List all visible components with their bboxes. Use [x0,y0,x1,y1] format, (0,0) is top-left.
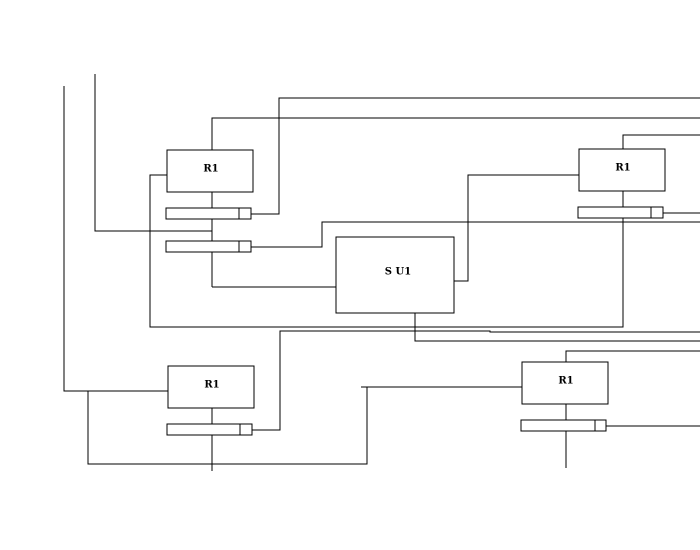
wire [414,313,700,342]
wires [63,74,700,471]
bar-element[interactable] [165,240,252,253]
wire [87,387,368,465]
r1-block-bottom-left[interactable] [167,365,255,409]
block-label: R1 [204,379,220,391]
wire [454,174,579,282]
wire [565,350,700,362]
bar-element[interactable] [166,423,253,436]
wire [63,86,168,392]
bar-element[interactable] [165,207,252,220]
wire [622,134,700,149]
block-label: S U1 [384,266,412,278]
block-label: R1 [558,375,574,387]
wire [211,117,700,150]
r1-block-top-left[interactable] [166,149,254,193]
wire [252,330,700,431]
bar-element[interactable] [520,419,607,432]
block-label: R1 [615,162,631,174]
wire [94,74,212,232]
r1-block-bottom-right[interactable] [521,361,609,405]
wire [251,97,700,215]
su1-block[interactable] [335,236,455,314]
wire [251,221,700,248]
r1-block-top-right[interactable] [578,148,666,192]
bar-element[interactable] [577,206,664,219]
block-label: R1 [203,163,219,175]
wire [149,174,624,328]
